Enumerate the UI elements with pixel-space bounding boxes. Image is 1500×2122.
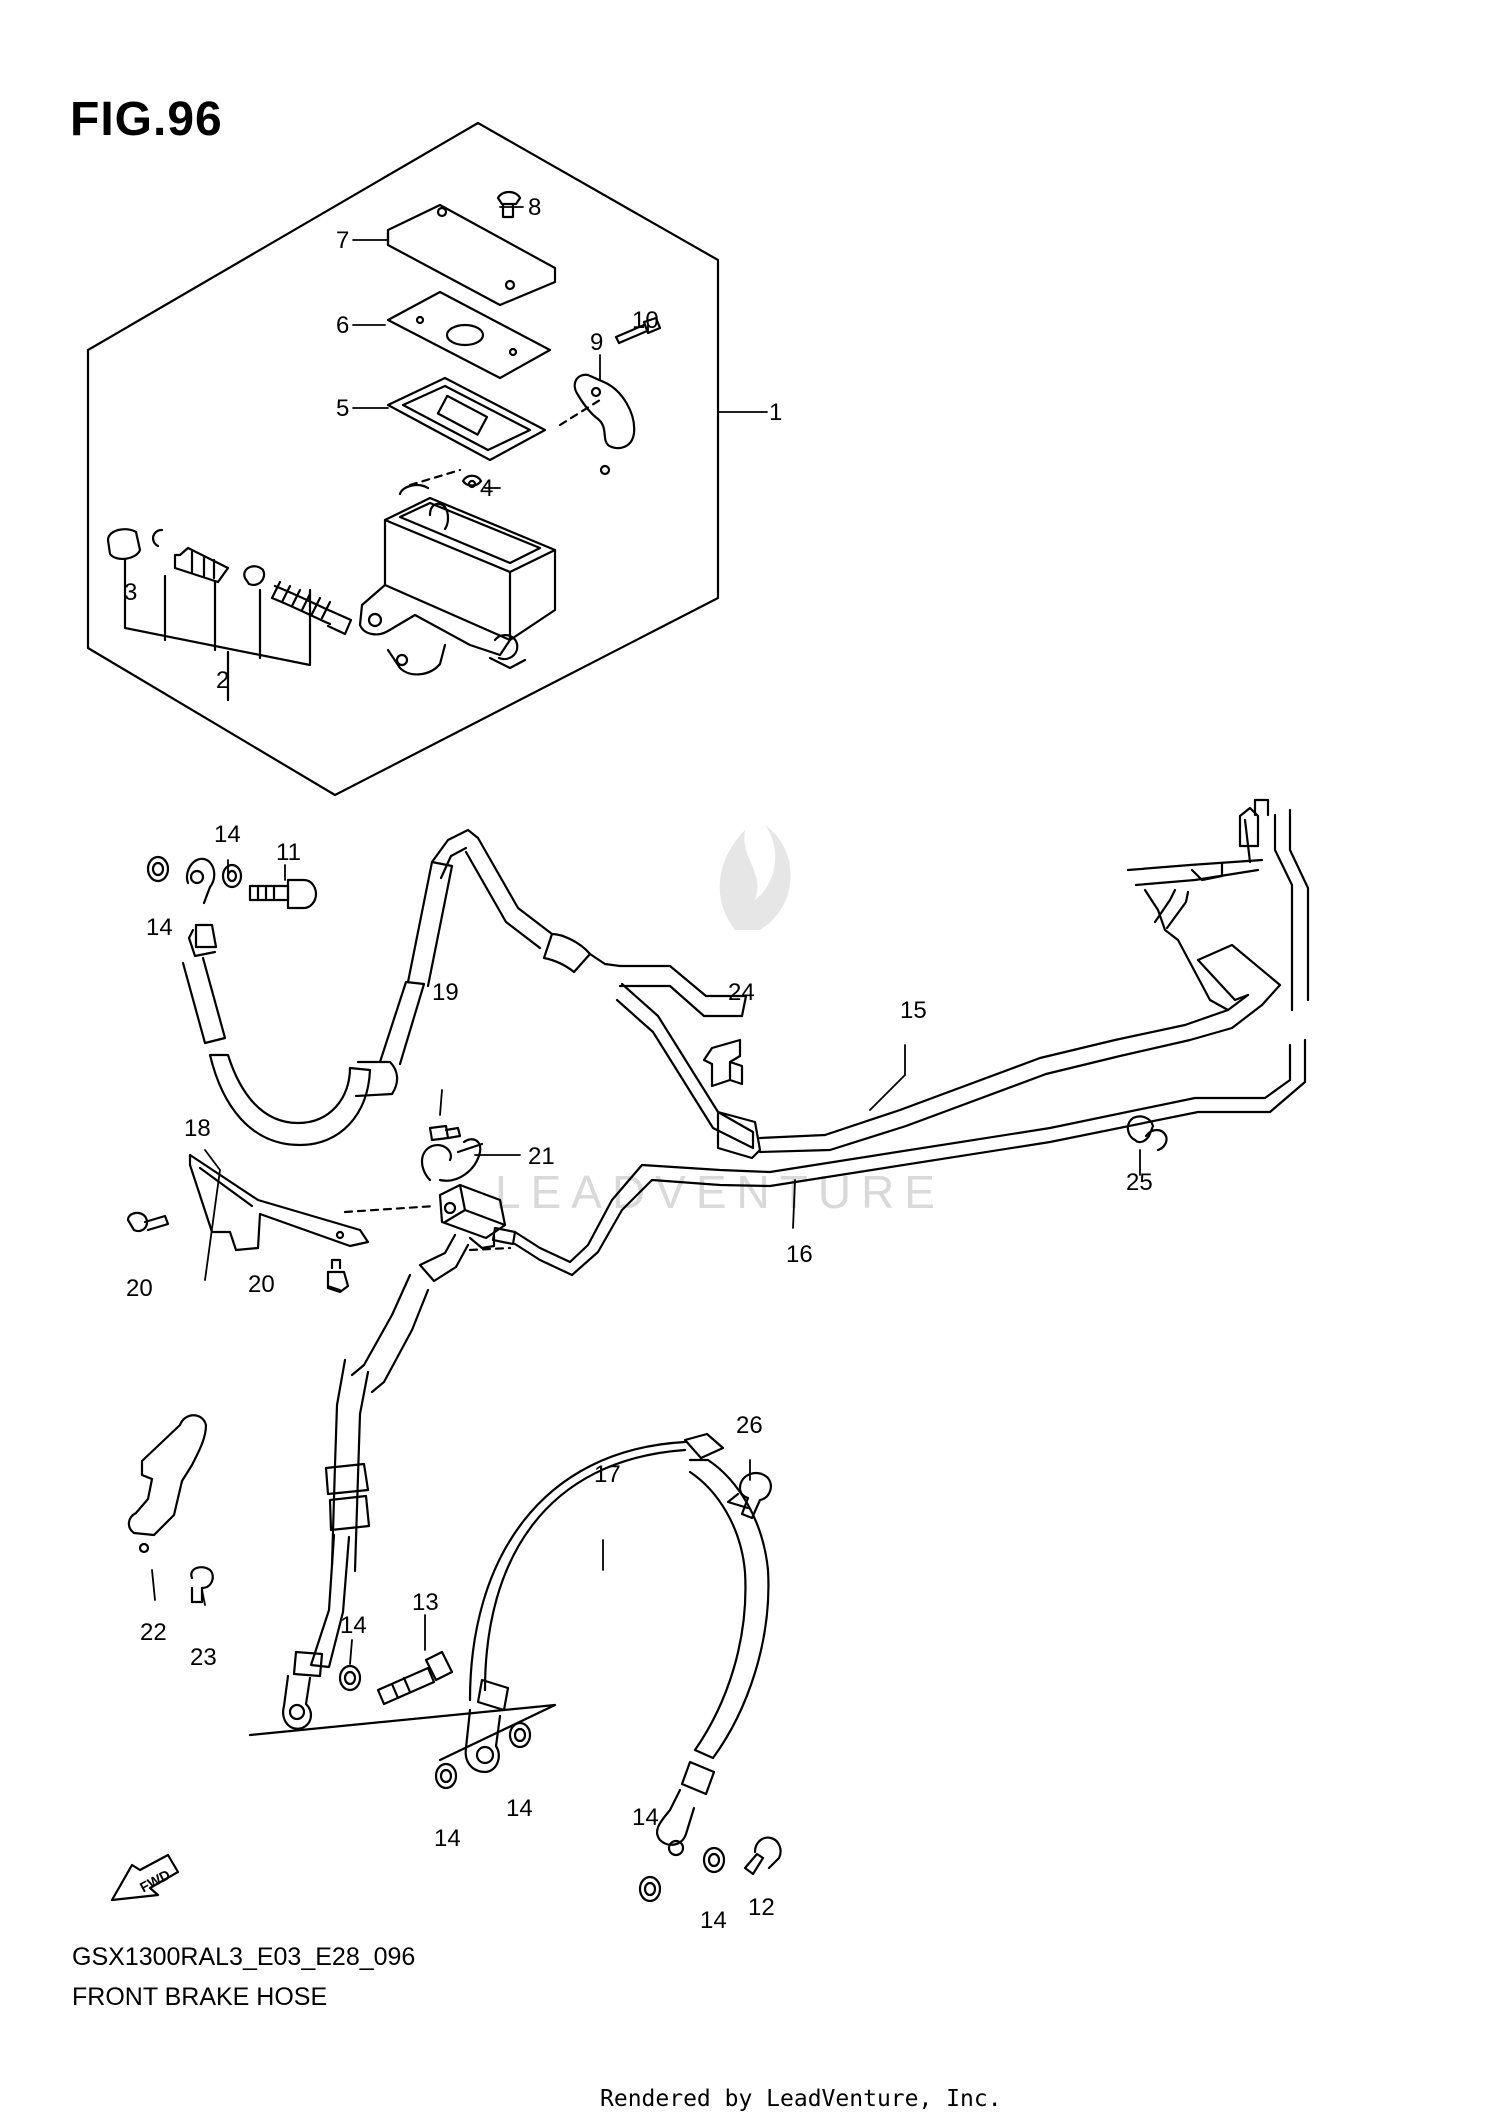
diaphragm-ring xyxy=(461,474,483,489)
callout-14c: 14 xyxy=(340,1612,367,1639)
callout-14e: 14 xyxy=(506,1795,533,1822)
bolt-23 xyxy=(190,1566,214,1604)
piston-set xyxy=(106,528,353,702)
watermark-text: LEADVENTURE xyxy=(495,1166,945,1218)
watermark: LEADVENTURE xyxy=(495,825,945,1218)
section-name: FRONT BRAKE HOSE xyxy=(72,1983,328,2011)
holder-clamp xyxy=(573,373,636,476)
callout-16: 16 xyxy=(786,1241,813,1268)
callout-6: 6 xyxy=(336,312,349,339)
model-code: GSX1300RAL3_E03_E28_096 xyxy=(72,1943,416,1971)
callout-8: 8 xyxy=(528,194,541,221)
callout-leaders xyxy=(151,206,1141,1665)
callout-14d: 14 xyxy=(434,1825,461,1852)
bracket-bolts xyxy=(126,1211,350,1294)
callout-22: 22 xyxy=(140,1619,167,1646)
callout-14g: 14 xyxy=(700,1907,727,1934)
clamp-24 xyxy=(702,1038,744,1088)
fwd-arrow: FWD xyxy=(110,1853,180,1902)
brake-pipe-16 xyxy=(491,1038,1307,1277)
callout-11: 11 xyxy=(276,839,301,866)
clamp-bolt xyxy=(614,316,662,345)
callout-21: 21 xyxy=(528,1143,555,1170)
callout-24: 24 xyxy=(728,979,755,1006)
callout-2: 2 xyxy=(216,667,229,694)
sealing-washers xyxy=(146,855,726,1903)
union-bolts xyxy=(248,878,782,1876)
callout-26: 26 xyxy=(736,1412,763,1439)
three-way-joint xyxy=(438,1183,507,1250)
gasket xyxy=(386,376,547,462)
callout-15: 15 xyxy=(900,997,927,1024)
bracket-22 xyxy=(127,1414,208,1554)
master-cylinder-box xyxy=(86,121,720,797)
callout-4: 4 xyxy=(480,475,493,502)
callout-3: 3 xyxy=(124,579,137,606)
callout-23: 23 xyxy=(190,1644,217,1671)
master-cylinder-body xyxy=(358,484,557,676)
figure-title: FIG.96 xyxy=(70,93,223,146)
brake-hose-17 xyxy=(464,1432,770,1857)
diaphragm-plate xyxy=(386,290,552,380)
callout-9: 9 xyxy=(590,329,603,356)
callout-20a: 20 xyxy=(126,1275,153,1302)
reservoir-cap xyxy=(386,203,557,307)
callout-10: 10 xyxy=(632,307,659,334)
callout-17: 17 xyxy=(594,1461,621,1488)
callout-7: 7 xyxy=(336,227,349,254)
callout-20b: 20 xyxy=(248,1271,275,1298)
callout-19: 19 xyxy=(432,979,459,1006)
credit-text: Rendered by LeadVenture, Inc. xyxy=(600,2086,1002,2112)
lower-brake-hose xyxy=(248,1233,557,1762)
watermark-logo-icon xyxy=(719,825,791,930)
callout-25: 25 xyxy=(1126,1169,1153,1196)
callout-14b: 14 xyxy=(146,914,173,941)
callout-12: 12 xyxy=(748,1894,775,1921)
callout-5: 5 xyxy=(336,395,349,422)
brake-pipe-15 xyxy=(464,798,1310,1160)
upper-brake-hose xyxy=(181,828,480,1147)
dashed-leaders xyxy=(343,398,602,1252)
callout-18: 18 xyxy=(184,1115,211,1142)
callout-13: 13 xyxy=(412,1589,439,1616)
bracket-18 xyxy=(188,1153,370,1252)
callout-1: 1 xyxy=(769,399,782,426)
clamp-26 xyxy=(726,1471,772,1520)
callout-labels: 1 2 3 4 5 6 7 8 9 10 11 12 13 14 14 14 1… xyxy=(124,194,1153,1934)
clamp-19-21 xyxy=(420,1124,484,1182)
callout-14a: 14 xyxy=(214,821,241,848)
clamp-25 xyxy=(1126,1115,1168,1152)
callout-14f: 14 xyxy=(632,1804,659,1831)
cap-screw xyxy=(496,190,522,219)
